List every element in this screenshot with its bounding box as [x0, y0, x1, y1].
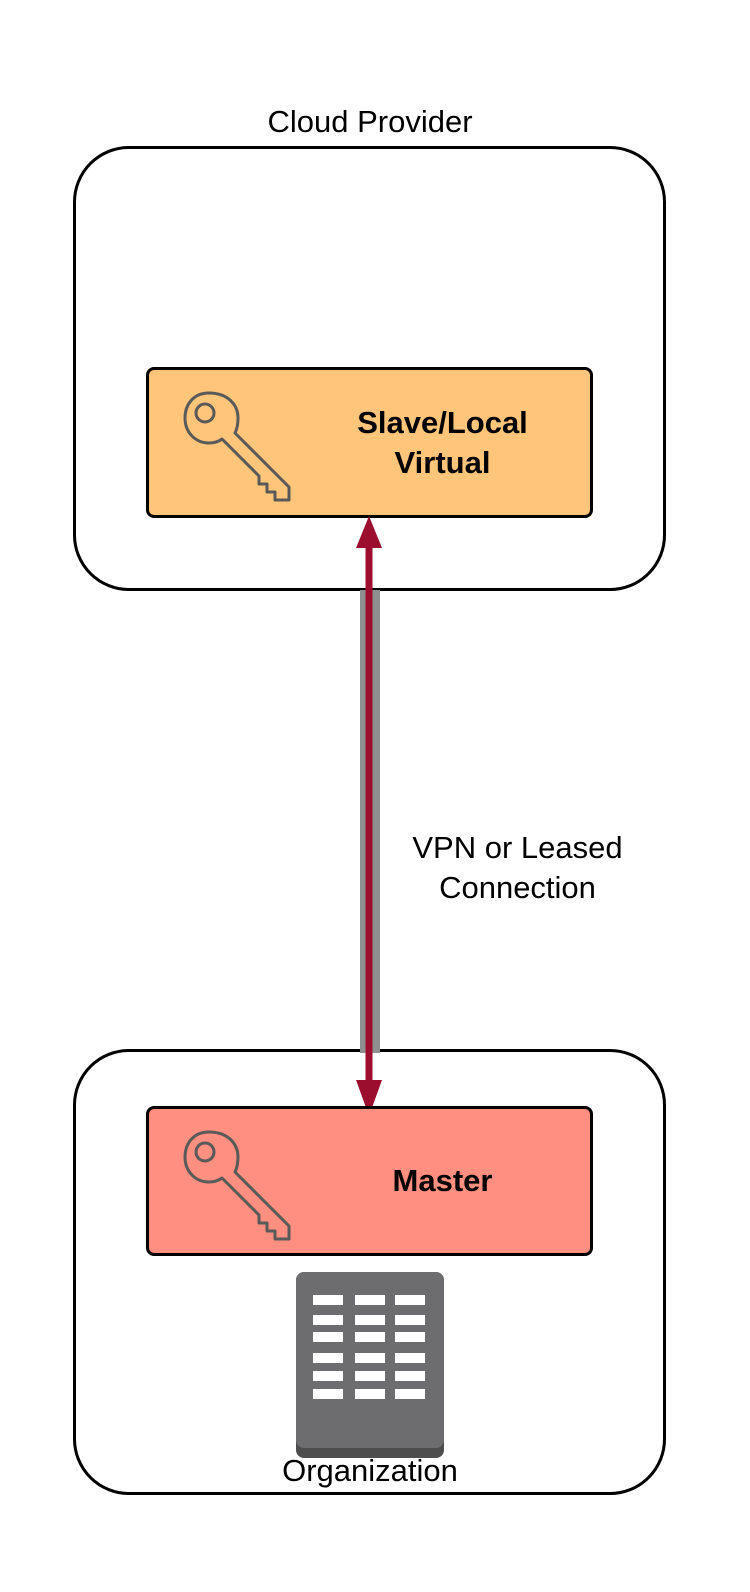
- slave-label-line1: Slave/Local: [357, 405, 528, 440]
- slave-local-virtual-node: [146, 367, 593, 518]
- organization-title: Organization: [282, 1453, 458, 1488]
- connection-label-line1: VPN or Leased: [412, 830, 623, 865]
- slave-label-line2: Virtual: [394, 445, 491, 480]
- cloud-provider-title: Cloud Provider: [267, 104, 473, 139]
- key-icon: [183, 1130, 291, 1241]
- arrowhead-down: [356, 1080, 382, 1116]
- master-label: Master: [392, 1163, 493, 1198]
- connection-label-line2: Connection: [439, 870, 596, 905]
- building-icon: [296, 1272, 444, 1458]
- master-node: [146, 1106, 593, 1256]
- arrowhead-up: [356, 516, 382, 548]
- key-icon: [183, 391, 291, 502]
